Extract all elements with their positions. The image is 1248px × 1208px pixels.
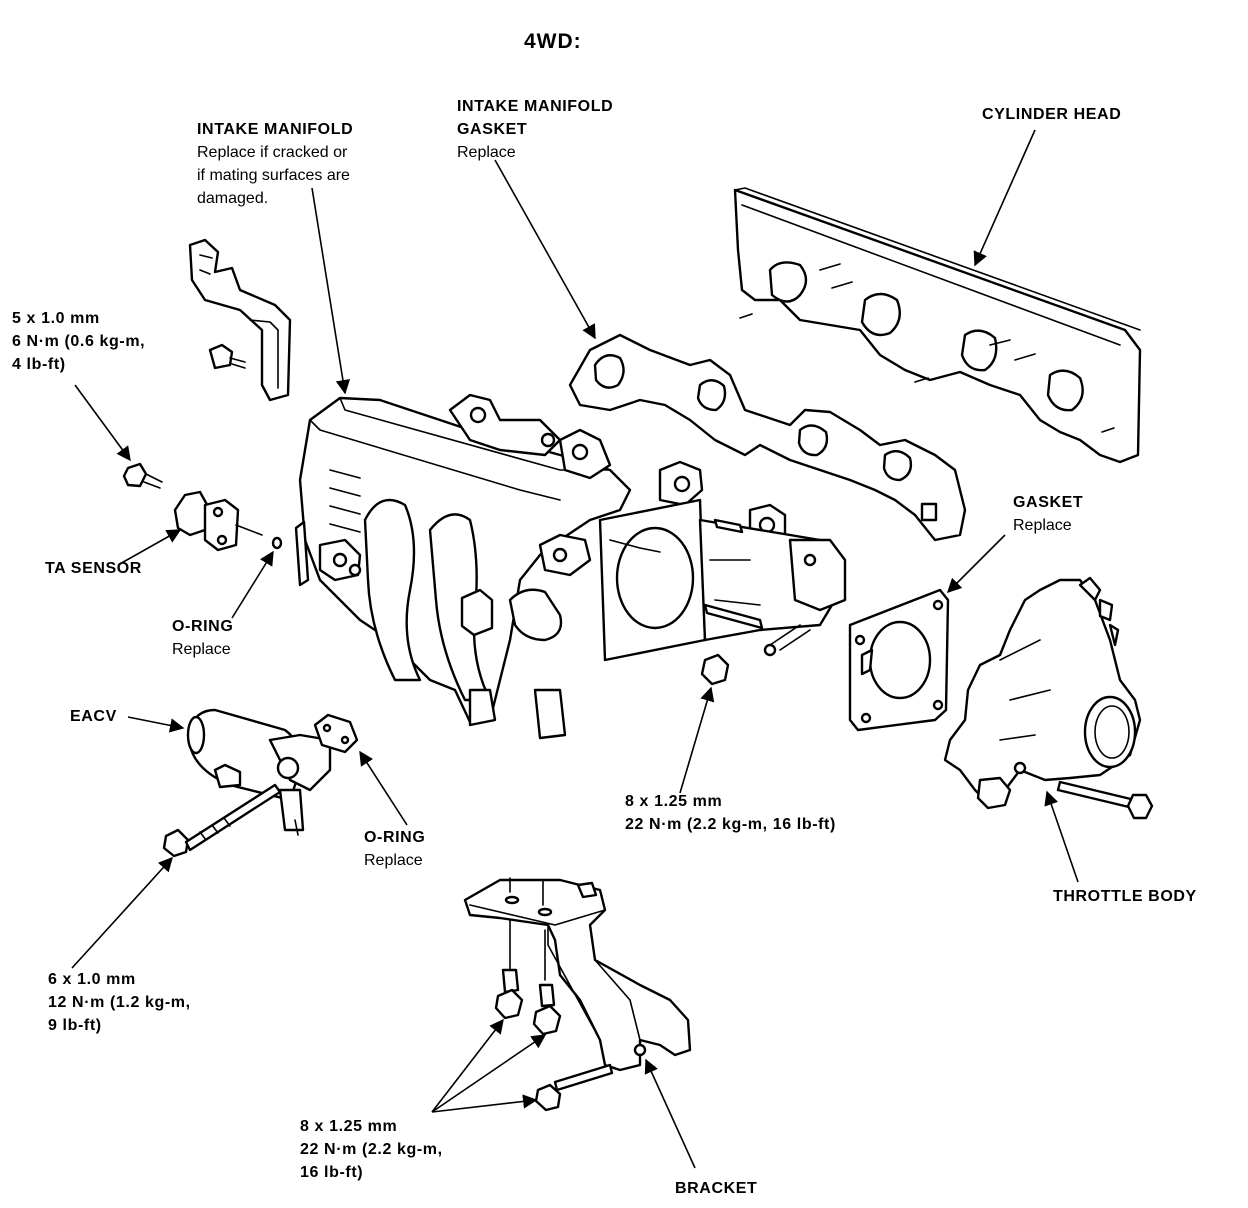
throttle-body-title: THROTTLE BODY (1053, 888, 1197, 905)
label-bolt-6x1: 6 x 1.0 mm 12 N·m (1.2 kg-m, 9 lb-ft) (48, 968, 191, 1037)
intake-manifold-drawing (294, 393, 847, 740)
bolt-8x125-torque: 22 N·m (2.2 kg-m, (300, 1141, 443, 1158)
label-bolt-8x125-bracket: 8 x 1.25 mm 22 N·m (2.2 kg-m, 16 lb-ft) (300, 1115, 443, 1184)
bolt-5x1-size: 5 x 1.0 mm (12, 310, 100, 327)
gasket-note: Replace (1013, 517, 1072, 534)
o-ring-2-title: O-RING (364, 829, 426, 846)
nut-8x125-size: 8 x 1.25 mm (625, 793, 723, 810)
bolt-6x1-torque-ft: 9 lb-ft) (48, 1017, 102, 1034)
intake-manifold-title: INTAKE MANIFOLD (197, 121, 354, 138)
nut-8x125-torque: 22 N·m (2.2 kg-m, 16 lb-ft) (625, 816, 836, 833)
label-throttle-body: THROTTLE BODY (1053, 885, 1197, 908)
label-bracket: BRACKET (675, 1177, 757, 1200)
o-ring-2-drawing (313, 713, 359, 754)
bolt-5x1-drawing (122, 462, 163, 489)
label-o-ring-1: O-RING Replace (172, 615, 233, 661)
o-ring-2-note: Replace (364, 852, 423, 869)
label-nut-8x125: 8 x 1.25 mm 22 N·m (2.2 kg-m, 16 lb-ft) (625, 790, 836, 836)
label-bolt-5x1: 5 x 1.0 mm 6 N·m (0.6 kg-m, 4 lb-ft) (12, 307, 145, 376)
intake-manifold-note-3: damaged. (197, 190, 269, 207)
intake-manifold-gasket-title-1: INTAKE MANIFOLD (457, 98, 614, 115)
ta-sensor-drawing (173, 490, 263, 552)
bolt-6x1-size: 6 x 1.0 mm (48, 971, 136, 988)
label-cylinder-head: CYLINDER HEAD (982, 103, 1121, 126)
leader-lines (71, 129, 1079, 1169)
bolt-6x1-torque: 12 N·m (1.2 kg-m, (48, 994, 191, 1011)
bolt-8x125-torque-ft: 16 lb-ft) (300, 1164, 364, 1181)
bolt-8x125-size: 8 x 1.25 mm (300, 1118, 398, 1135)
label-gasket: GASKET Replace (1013, 491, 1083, 537)
throttle-body-drawing (943, 576, 1154, 820)
cylinder-head-title: CYLINDER HEAD (982, 106, 1122, 123)
label-intake-manifold-gasket: INTAKE MANIFOLD GASKET Replace (457, 95, 613, 164)
page-title: 4WD: (524, 30, 582, 53)
bolt-5x1-torque: 6 N·m (0.6 kg-m, (12, 333, 146, 350)
eacv-title: EACV (70, 708, 117, 725)
intake-manifold-gasket-note: Replace (457, 144, 516, 161)
o-ring-1-drawing (271, 536, 283, 550)
intake-manifold-note-2: if mating surfaces are (197, 167, 350, 184)
manifold-hanger-bracket-drawing (188, 238, 292, 402)
throttle-gasket-drawing (848, 588, 950, 732)
o-ring-1-title: O-RING (172, 618, 234, 635)
bolt-6x1-drawing (162, 783, 282, 858)
gasket-title: GASKET (1013, 494, 1084, 511)
intake-manifold-gasket-drawing (568, 333, 967, 542)
bracket-title: BRACKET (675, 1180, 758, 1197)
label-intake-manifold: INTAKE MANIFOLD Replace if cracked or if… (197, 118, 353, 210)
eacv-drawing (186, 708, 332, 836)
o-ring-1-note: Replace (172, 641, 231, 658)
bolt-5x1-torque-ft: 4 lb-ft) (12, 356, 66, 373)
label-o-ring-2: O-RING Replace (364, 826, 425, 872)
nut-8x125-drawing (700, 653, 730, 686)
bracket-drawing (463, 877, 692, 1112)
intake-manifold-gasket-title-2: GASKET (457, 121, 528, 138)
cylinder-head-drawing (733, 187, 1142, 464)
label-ta-sensor: TA SENSOR (45, 557, 142, 580)
intake-manifold-note-1: Replace if cracked or (197, 144, 348, 161)
label-eacv: EACV (70, 705, 117, 728)
ta-sensor-title: TA SENSOR (45, 560, 142, 577)
